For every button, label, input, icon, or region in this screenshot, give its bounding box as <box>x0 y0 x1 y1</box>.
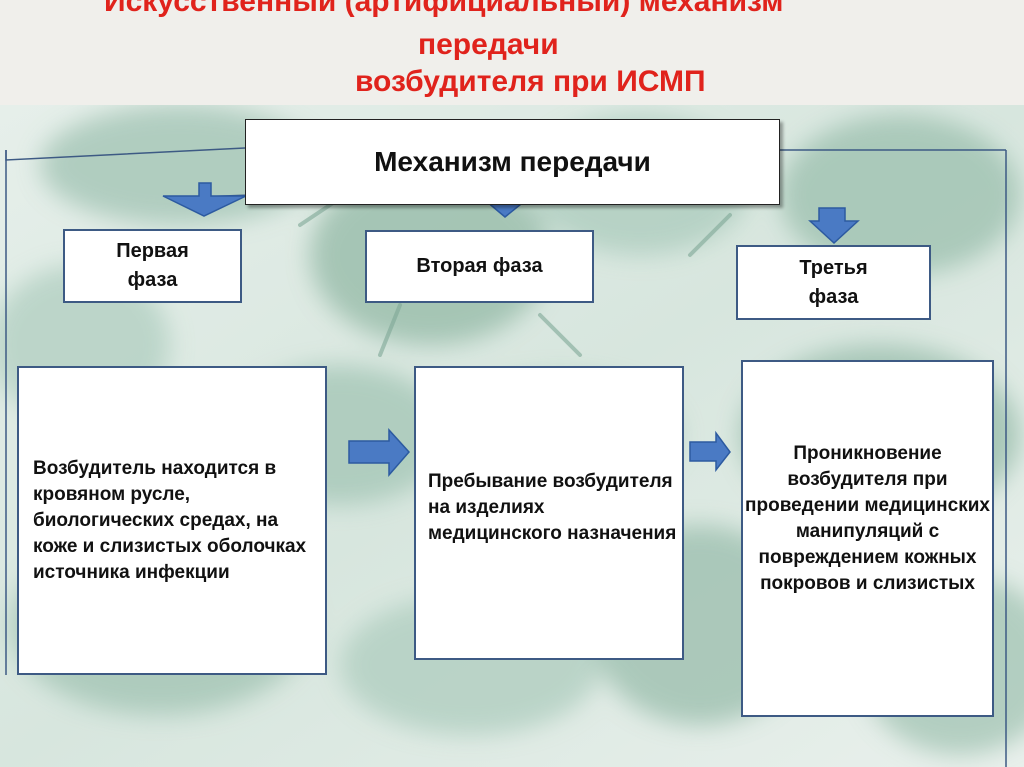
description-node-3: Проникновение возбудителя при проведении… <box>741 360 994 717</box>
phase-label-2: Вторая фаза <box>416 255 543 277</box>
description-node-2: Пребывание возбудителя на изделиях медиц… <box>414 366 684 660</box>
slide-title-line-3: возбудителя при ИСМП <box>355 65 706 98</box>
root-node-transmission-mechanism: Механизм передачи <box>245 119 780 205</box>
description-node-1: Возбудитель находится в кровяном русле, … <box>17 366 327 675</box>
header-band <box>0 0 1024 108</box>
phase-label-1: Первая фаза <box>116 240 189 291</box>
description-text-1: Возбудитель находится в кровяном русле, … <box>33 457 307 583</box>
root-node-label: Механизм передачи <box>374 146 651 177</box>
phase-node-3: Третья фаза <box>736 245 931 320</box>
description-text-2: Пребывание возбудителя на изделиях медиц… <box>428 471 677 544</box>
description-text-3: Проникновение возбудителя при проведении… <box>745 442 990 594</box>
slide-title-line-2: передачи <box>418 28 559 61</box>
slide-title-line-1: Искусственный (артифициальный) механизм <box>104 0 784 18</box>
phase-node-1: Первая фаза <box>63 229 242 303</box>
phase-node-2: Вторая фаза <box>365 230 594 303</box>
phase-label-3: Третья фаза <box>799 256 868 308</box>
